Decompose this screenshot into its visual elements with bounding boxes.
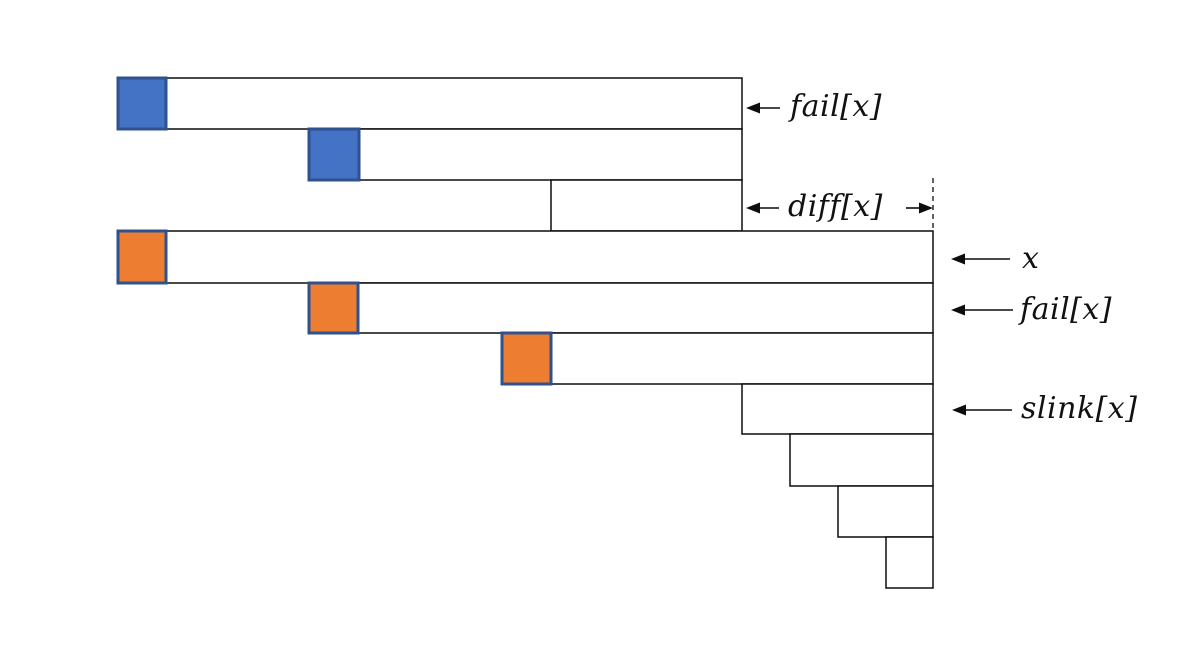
blue-marker-square bbox=[307, 127, 361, 182]
arrow-head bbox=[746, 202, 760, 214]
orange-marker-square bbox=[500, 331, 553, 386]
label-x: x bbox=[1022, 241, 1040, 276]
arrow-head bbox=[951, 304, 965, 316]
string-bar bbox=[885, 536, 934, 589]
orange-marker-square bbox=[116, 229, 168, 285]
string-bar bbox=[117, 230, 934, 284]
string-bar bbox=[501, 332, 934, 385]
string-bar bbox=[308, 128, 743, 181]
arrow-head bbox=[952, 404, 966, 416]
string-bar bbox=[550, 179, 743, 232]
blue-marker-square bbox=[116, 76, 168, 131]
label-slink: slink[x] bbox=[1021, 391, 1138, 426]
arrow-head bbox=[746, 102, 760, 114]
arrow-head bbox=[919, 202, 933, 214]
label-fail-top: fail[x] bbox=[790, 89, 883, 124]
label-diff: diff[x] bbox=[788, 189, 883, 224]
label-fail-bottom: fail[x] bbox=[1020, 292, 1113, 327]
string-bar bbox=[308, 282, 934, 334]
string-bar bbox=[789, 433, 934, 487]
arrow-head bbox=[951, 253, 965, 265]
orange-marker-square bbox=[307, 281, 360, 335]
string-bar bbox=[117, 77, 743, 130]
string-bar bbox=[837, 485, 934, 538]
string-bar bbox=[741, 383, 934, 435]
